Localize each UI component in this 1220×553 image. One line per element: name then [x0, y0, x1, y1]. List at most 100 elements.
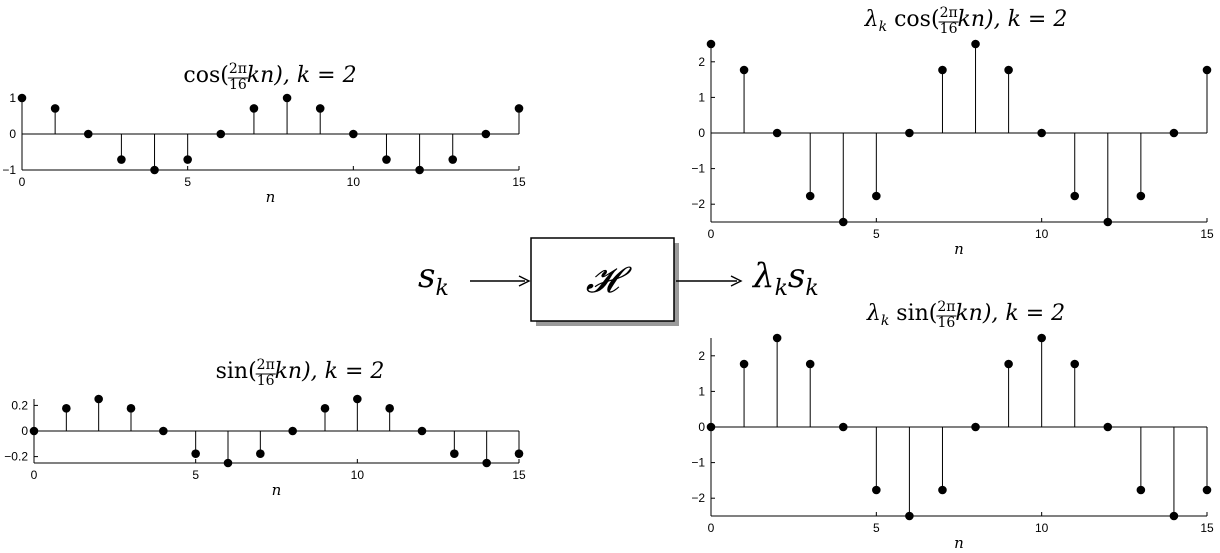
title-frac-num: 2π: [229, 61, 247, 77]
stem-marker: [1202, 65, 1212, 75]
x-tick-label: 0: [19, 175, 26, 189]
stem-marker: [1169, 128, 1179, 138]
y-tick-label: 0: [698, 420, 705, 434]
input-arrow-head: [518, 275, 531, 287]
title-frac-num: 2π: [937, 299, 955, 315]
stem-marker: [94, 394, 103, 404]
y-tick-label: 2: [698, 55, 705, 69]
stem-marker: [1202, 485, 1212, 495]
output-arrow-head: [730, 275, 743, 287]
title-func: sin(: [216, 359, 257, 384]
stem-marker: [905, 511, 914, 521]
x-tick-label: 15: [512, 175, 526, 189]
input-signal-label: sk: [418, 256, 449, 301]
stem-marker: [838, 217, 848, 227]
stem-marker: [150, 165, 159, 175]
stem-marker: [514, 104, 524, 113]
x-tick-label: 15: [1200, 227, 1214, 241]
x-tick-label: 10: [1035, 521, 1049, 535]
stem-marker: [1103, 217, 1113, 227]
stem-marker: [1136, 485, 1146, 495]
y-tick-label: 0: [21, 424, 28, 438]
x-tick-label: 5: [873, 227, 880, 241]
title-func: cos(: [183, 63, 228, 88]
stem-marker: [126, 404, 136, 413]
stem-marker: [288, 426, 297, 436]
title-lambda-sub: k: [879, 19, 887, 35]
stem-marker: [159, 426, 168, 436]
stem-marker: [50, 104, 60, 113]
title-rest: kn), k = 2: [275, 359, 385, 384]
y-tick-label: 1: [698, 90, 705, 104]
stem-marker: [223, 458, 233, 468]
title-func: cos(: [894, 7, 939, 32]
stem-marker: [17, 93, 27, 103]
stem-marker: [739, 65, 749, 75]
stem-marker: [739, 359, 749, 369]
x-tick-label: 0: [708, 227, 715, 241]
x-tick-label: 0: [708, 521, 715, 535]
title-rest: kn), k = 2: [958, 7, 1068, 32]
title-frac-num: 2π: [257, 357, 275, 373]
stem-marker: [772, 128, 782, 138]
title-space: [889, 301, 896, 326]
stem-marker: [183, 155, 192, 164]
stem-marker: [1103, 422, 1113, 432]
stem-marker: [482, 458, 491, 468]
stem-marker: [117, 155, 126, 164]
stem-marker: [971, 422, 980, 432]
stem-marker: [1070, 359, 1080, 369]
system-block: [530, 237, 675, 322]
title-space: [887, 7, 894, 32]
y-tick-label: −0.2: [4, 450, 28, 464]
stem-marker: [905, 128, 914, 138]
stem-marker: [315, 104, 325, 113]
title-frac-den: 16: [940, 21, 958, 37]
x-tick-label: 15: [1200, 521, 1214, 535]
y-tick-label: −2: [691, 491, 705, 505]
y-tick-label: 0: [9, 127, 16, 141]
stem-marker: [320, 404, 330, 413]
stem-marker: [1136, 191, 1146, 201]
y-tick-label: 0.2: [11, 398, 28, 412]
x-tick-label: 10: [1035, 227, 1049, 241]
stem-marker: [805, 359, 815, 369]
stem-marker: [1037, 128, 1046, 138]
title-rest: kn), k = 2: [247, 63, 357, 88]
x-axis-label: n: [272, 481, 282, 499]
stem-marker: [415, 165, 424, 175]
y-tick-label: 2: [698, 349, 705, 363]
stem-marker: [448, 155, 458, 164]
stem-marker: [706, 422, 716, 432]
stem-marker: [417, 426, 427, 436]
stem-marker: [872, 485, 881, 495]
stem-marker: [772, 333, 782, 343]
stem-marker: [1004, 359, 1013, 369]
stem-marker: [706, 39, 716, 49]
title-frac-den: 16: [257, 373, 275, 389]
stem-marker: [872, 191, 881, 201]
title-lambda: λ: [866, 301, 881, 326]
stem-marker: [838, 422, 848, 432]
stem-marker: [514, 449, 524, 458]
x-axis-label: n: [954, 534, 964, 552]
y-tick-label: −1: [2, 163, 16, 177]
x-axis-label: n: [954, 240, 964, 258]
stem-marker: [1037, 333, 1046, 343]
title-lambda: λ: [864, 7, 879, 32]
stem-marker: [349, 129, 358, 139]
stem-marker: [450, 449, 459, 458]
y-tick-label: 1: [9, 91, 16, 105]
stem-marker: [382, 155, 391, 164]
x-tick-label: 10: [351, 468, 365, 482]
stem-marker: [256, 449, 265, 458]
stem-marker: [191, 449, 200, 458]
y-tick-label: −1: [691, 456, 705, 470]
